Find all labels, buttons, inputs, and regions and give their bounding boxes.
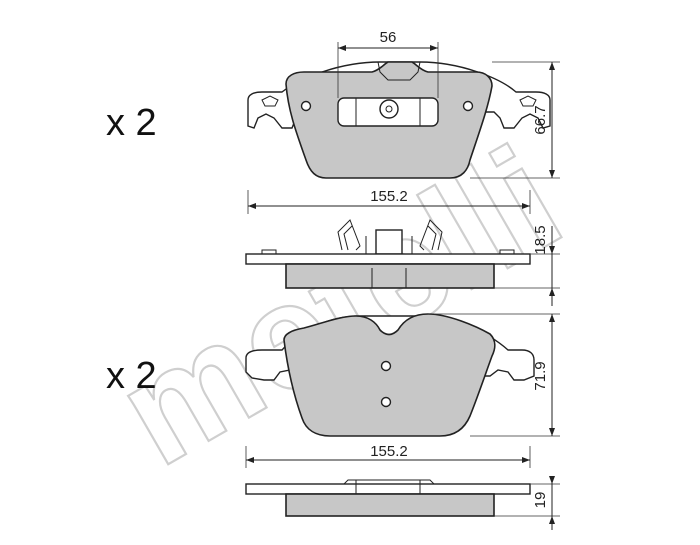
- top-side-friction-material: [285, 263, 495, 289]
- bottom-friction-material: [283, 313, 496, 437]
- top-left-clip-slot: [261, 95, 279, 107]
- dimension-top-spacing: 56: [337, 29, 439, 98]
- top-pad-front-view: [247, 61, 551, 179]
- dimension-bottom-height-label: 71.9: [532, 361, 549, 390]
- bottom-upper-rivet-hole: [380, 360, 392, 372]
- top-left-rivet-hole: [300, 100, 312, 112]
- dimension-top-width: 155.2: [247, 188, 531, 214]
- top-center-boss-inner: [355, 97, 421, 127]
- dimension-top-height-label: 66.7: [532, 105, 549, 134]
- dimension-bottom-height: 71.9: [428, 313, 560, 437]
- top-right-clip-slot: [519, 95, 537, 107]
- top-center-notch: [377, 61, 421, 81]
- bottom-pad-quantity: x 2: [106, 355, 157, 397]
- bottom-side-backing-plate: [245, 483, 531, 495]
- dimension-bottom-thickness: 19: [494, 476, 560, 530]
- dimension-bottom-thickness-label: 19: [532, 492, 549, 509]
- top-side-spring-right: [419, 219, 443, 251]
- bottom-lower-rivet-hole: [380, 396, 392, 408]
- dimension-top-thickness: 18.5: [494, 225, 560, 306]
- dimension-top-height: 66.7: [470, 61, 560, 179]
- top-center-pin-core: [385, 105, 393, 113]
- dimension-top-width-label: 155.2: [370, 188, 408, 205]
- top-side-backing-plate: [245, 253, 531, 265]
- top-center-pin-hole: [379, 99, 399, 119]
- bottom-pad-side-view: [245, 479, 531, 517]
- top-side-center-clip: [375, 229, 403, 255]
- bottom-pad-front-view: [245, 313, 535, 437]
- top-right-rivet-hole: [462, 100, 474, 112]
- dimension-top-thickness-label: 18.5: [532, 225, 549, 254]
- dimension-bottom-width-label: 155.2: [370, 443, 408, 460]
- top-pad-side-view: [245, 219, 531, 289]
- top-pad-quantity: x 2: [106, 102, 157, 144]
- dimension-top-spacing-label: 56: [380, 29, 397, 46]
- top-side-spring-left: [337, 219, 361, 251]
- bottom-side-friction-material: [285, 493, 495, 517]
- dimension-bottom-width: 155.2: [245, 443, 531, 468]
